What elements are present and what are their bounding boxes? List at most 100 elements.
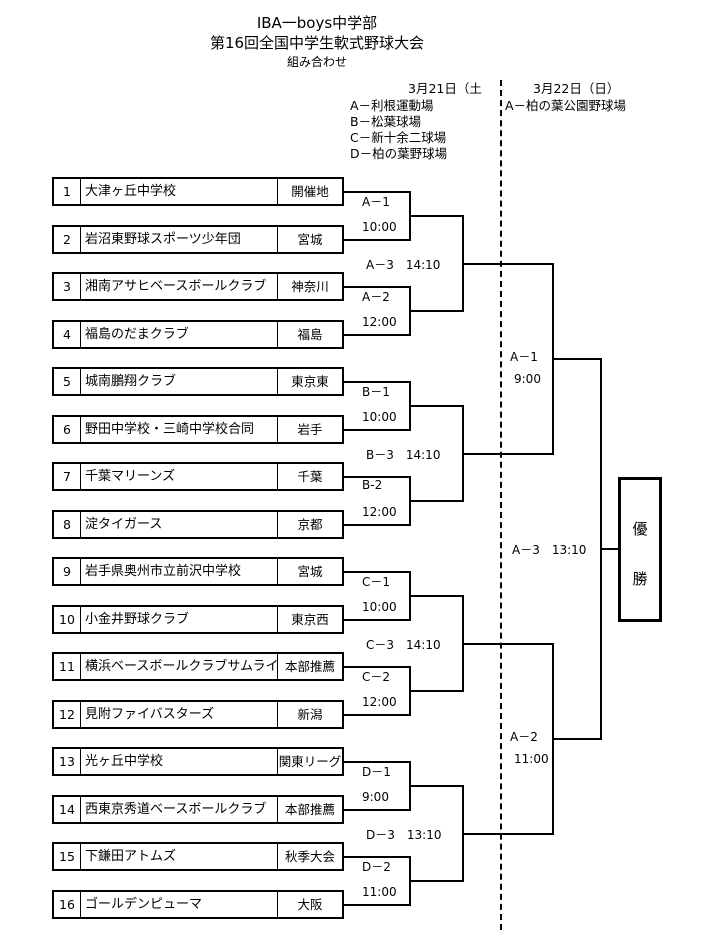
bracket-subtitle: 組み合わせ <box>286 55 347 69</box>
round1-line <box>344 761 410 763</box>
round1-line <box>344 239 410 241</box>
team-row: 16 ゴールデンピューマ 大阪 <box>52 890 344 919</box>
round1-game-label: D－2 <box>362 860 391 874</box>
team-number: 5 <box>54 369 81 394</box>
team-region: 東京東 <box>277 369 342 394</box>
day2-date: 3月22日（日） <box>533 81 620 96</box>
team-name: 大津ヶ丘中学校 <box>85 184 177 199</box>
round1-time-label: 11:00 <box>362 885 397 899</box>
team-row: 13 光ヶ丘中学校 関東リーグ <box>52 747 344 776</box>
team-number: 8 <box>54 512 81 537</box>
round1-line <box>344 476 410 478</box>
team-region: 大阪 <box>277 892 342 917</box>
venue-d: D－柏の葉野球場 <box>350 146 448 161</box>
team-region: 宮城 <box>277 559 342 584</box>
final-game-label: A－3 13:10 <box>512 543 587 557</box>
round1-line <box>344 714 410 716</box>
team-region: 関東リーグ <box>277 749 342 774</box>
team-name: 岩手県奥州市立前沢中学校 <box>85 564 242 579</box>
team-number: 6 <box>54 417 81 442</box>
team-number: 1 <box>54 179 81 204</box>
team-number: 9 <box>54 559 81 584</box>
team-region: 福島 <box>277 322 342 347</box>
team-name: ゴールデンピューマ <box>85 897 203 912</box>
team-name: 福島のだまクラブ <box>85 327 189 342</box>
team-name: 湘南アサヒベースボールクラブ <box>85 279 267 294</box>
round1-game-label: A－1 <box>362 195 390 209</box>
round2-line <box>410 785 463 787</box>
team-name: 横浜ベースボールクラブサムライ <box>85 659 279 674</box>
team-region: 東京西 <box>277 607 342 632</box>
round1-time-label: 10:00 <box>362 220 397 234</box>
round1-game-label: A－2 <box>362 290 390 304</box>
team-number: 4 <box>54 322 81 347</box>
round1-line <box>344 619 410 621</box>
team-number: 7 <box>54 464 81 489</box>
team-number: 12 <box>54 702 81 727</box>
team-name: 光ヶ丘中学校 <box>85 754 164 769</box>
team-number: 14 <box>54 797 81 822</box>
round1-line <box>344 666 410 668</box>
team-row: 4 福島のだまクラブ 福島 <box>52 320 344 349</box>
venue-day2: A－柏の葉公園野球場 <box>505 98 627 113</box>
team-name: 野田中学校・三崎中学校合同 <box>85 422 255 437</box>
round1-time-label: 12:00 <box>362 505 397 519</box>
round1-game-label: B-2 <box>362 478 383 492</box>
tournament-org: IBA一boys中学部 <box>256 14 378 32</box>
team-row: 9 岩手県奥州市立前沢中学校 宮城 <box>52 557 344 586</box>
round2-game-label: D－3 13:10 <box>366 827 442 842</box>
team-region: 神奈川 <box>277 274 342 299</box>
semi-time-label: 11:00 <box>514 752 549 766</box>
round2-game-label: A－3 14:10 <box>366 257 441 272</box>
round2-line <box>410 690 463 692</box>
round1-time-label: 10:00 <box>362 410 397 424</box>
semi-time-label: 9:00 <box>514 372 541 386</box>
team-name: 見附ファイバスターズ <box>85 707 215 722</box>
team-name: 岩沼東野球スポーツ少年団 <box>85 232 241 247</box>
champion-char-1: 優 <box>632 520 648 538</box>
round2-line <box>410 880 463 882</box>
team-row: 5 城南鵬翔クラブ 東京東 <box>52 367 344 396</box>
round1-time-label: 12:00 <box>362 695 397 709</box>
team-region: 岩手 <box>277 417 342 442</box>
team-number: 16 <box>54 892 81 917</box>
round1-time-label: 10:00 <box>362 600 397 614</box>
round1-game-label: D－1 <box>362 765 391 779</box>
venue-b: B－松葉球場 <box>350 114 422 129</box>
champion-char-2: 勝 <box>632 570 648 588</box>
round1-line <box>344 381 410 383</box>
round2-line <box>410 405 463 407</box>
round2-line <box>410 500 463 502</box>
team-number: 15 <box>54 844 81 869</box>
round2-game-label: B－3 14:10 <box>366 447 441 462</box>
team-region: 宮城 <box>277 227 342 252</box>
round2-line <box>410 215 463 217</box>
team-name: 下鎌田アトムズ <box>85 849 177 864</box>
semi-line <box>463 263 553 265</box>
team-name: 城南鵬翔クラブ <box>85 374 177 389</box>
team-number: 11 <box>54 654 81 679</box>
round1-line <box>344 429 410 431</box>
team-number: 2 <box>54 227 81 252</box>
round1-line <box>344 524 410 526</box>
team-name: 西東京秀道ベースボールクラブ <box>85 802 267 817</box>
champion-box: 優 勝 <box>618 477 662 622</box>
team-number: 13 <box>54 749 81 774</box>
round1-game-label: C－2 <box>362 670 391 684</box>
round1-line <box>344 904 410 906</box>
round1-line <box>344 286 410 288</box>
final-line <box>553 738 601 740</box>
team-name: 淀タイガース <box>85 517 163 532</box>
round2-line <box>410 310 463 312</box>
round1-game-label: B－1 <box>362 385 390 399</box>
team-row: 6 野田中学校・三崎中学校合同 岩手 <box>52 415 344 444</box>
round1-line <box>344 334 410 336</box>
semi-game-label: A－2 <box>510 730 538 744</box>
